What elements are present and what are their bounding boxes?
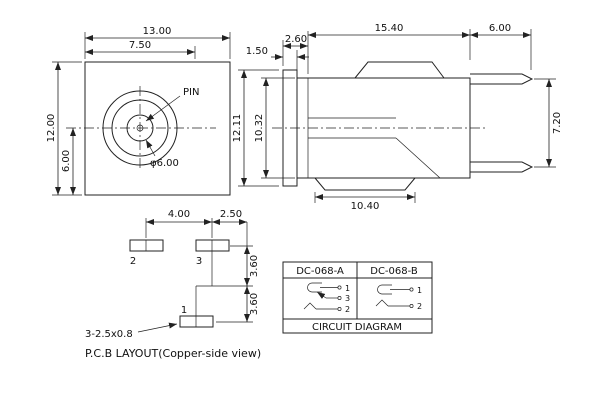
pad-2-label: 2 [130,256,136,267]
sleeve-contact [377,284,392,295]
symbol-dc-068-a: 1 3 2 [303,282,350,314]
model-b-label: DC-068-B [370,266,418,277]
pad-1-label: 1 [181,305,187,316]
front-view: 13.00 7.50 12.00 6.00 PIN φ6.00 [46,26,231,196]
dim-pin-spacing: 7.20 [552,112,563,134]
terminal-dot [409,287,414,292]
diameter-leader-line [145,139,156,157]
slot-note: 3-2.5x0.8 [85,329,133,340]
dim-pad-pitch: 4.00 [168,209,190,220]
pin-b1-label: 1 [417,286,422,295]
top-terminal-pin [470,73,534,85]
front-body-outline [84,61,231,196]
pcb-layout-view: 2 3 1 4.00 2.50 3.60 3.60 3-2.5x0.8 P.C.… [85,209,261,360]
pin-b2-label: 2 [417,302,422,311]
dim-body-length: 15.40 [375,23,404,34]
dim-pin-length: 6.00 [489,23,511,34]
pin-a3-label: 3 [345,294,350,303]
dim-row-spacing-1: 3.60 [249,255,260,277]
pad-1 [179,315,214,328]
dim-row-spacing-2: 3.60 [249,293,260,315]
dim-pad-offset: 2.50 [220,209,242,220]
dim-overall-height: 12.11 [232,114,243,143]
pad-3 [195,239,230,252]
internal-line [395,137,441,179]
circuit-diagram-caption: CIRCUIT DIAGRAM [312,322,402,333]
top-housing-bump [354,61,445,79]
dim-front-center-height: 6.00 [61,150,72,172]
dim-body-height: 10.32 [254,114,265,143]
pin-leader-line [145,95,181,122]
terminal-dot [337,307,342,311]
circuit-diagram: DC-068-A DC-068-B CIRCUIT DIAGRAM 1 3 2 … [282,261,433,334]
dim-barrel-diameter: φ6.00 [150,158,179,169]
dim-front-height: 12.00 [46,114,57,143]
model-a-label: DC-068-A [296,266,344,277]
terminal-dot [409,304,414,308]
switch-contact [316,291,327,299]
tip-contact [375,299,389,307]
symbol-dc-068-b: 1 2 [375,284,422,311]
pcb-layout-caption: P.C.B LAYOUT(Copper-side view) [85,347,261,360]
dim-flange-thickness: 1.50 [246,46,268,57]
pin-a1-label: 1 [345,284,350,293]
pin-label: PIN [183,87,199,98]
bottom-terminal-pin [470,161,534,173]
dim-front-width-partial: 7.50 [129,40,151,51]
terminal-dot [337,296,342,300]
pad-3-label: 3 [196,256,202,267]
sleeve-contact [307,282,322,293]
dim-front-width: 13.00 [143,26,172,37]
dim-bottom-width: 10.40 [351,201,380,212]
pin-a2-label: 2 [345,305,350,314]
side-view: 1.50 2.60 15.40 6.00 12.11 10.32 7.20 10 [232,23,563,212]
pad-2 [129,239,164,252]
terminal-dot [337,285,342,290]
tip-contact [303,302,317,310]
bottom-housing-bump [314,177,416,191]
note-leader-line [137,322,178,333]
dim-step: 2.60 [285,34,307,45]
